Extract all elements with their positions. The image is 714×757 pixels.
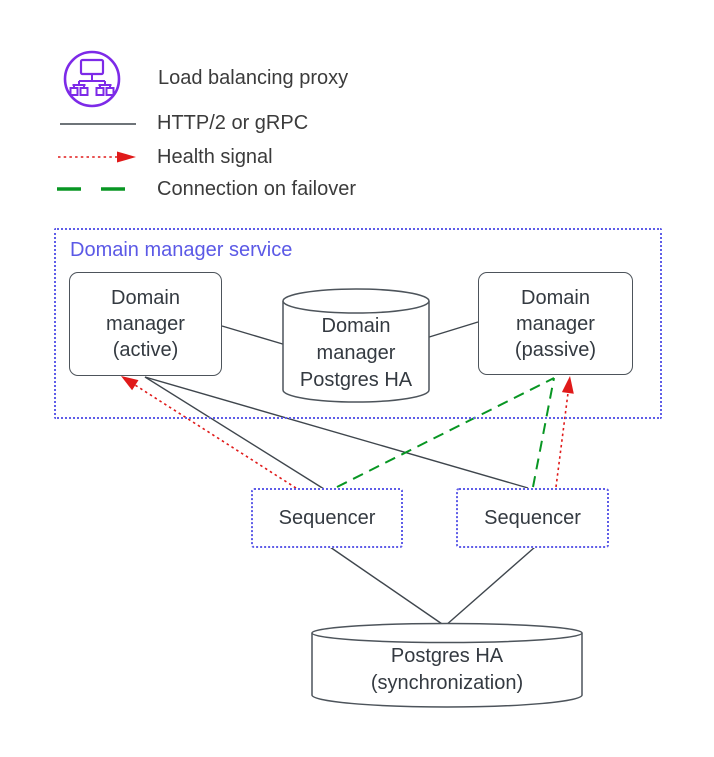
- legend-label-http2-grpc: HTTP/2 or gRPC: [157, 112, 309, 134]
- domain-manager-service-group: [54, 228, 662, 419]
- edge-failover-right: [532, 377, 555, 488]
- cylinder-top: [282, 288, 430, 314]
- arrowhead-health-left: [121, 376, 139, 391]
- edge-active-to-sequencer-left: [144, 376, 325, 490]
- legend-label-health-signal: Health signal: [157, 146, 273, 168]
- edge-sequencer-left-to-syncdb: [329, 546, 446, 627]
- load-balancer-icon: [63, 50, 121, 108]
- cylinder-body: [311, 633, 583, 708]
- arrowhead-health-right: [561, 376, 574, 394]
- green-dashed-line-sample: [57, 187, 137, 191]
- node-sequencer-left: Sequencer: [251, 488, 403, 548]
- edges-failover: [336, 377, 555, 488]
- edges-health-signal: [121, 376, 574, 489]
- domain-manager-service-label: Domain manager service: [70, 239, 293, 261]
- edge-health-right: [555, 392, 569, 488]
- node-postgres-ha-sync-label: Postgres HA (synchronization): [370, 645, 524, 694]
- edge-sequencer-right-to-syncdb: [444, 546, 536, 627]
- legend-label-load-balancing-proxy: Load balancing proxy: [158, 67, 349, 89]
- legend-label-connection-on-failover: Connection on failover: [157, 178, 357, 200]
- postgres-sync-cylinder: [311, 622, 583, 708]
- node-sequencer-right: Sequencer: [456, 488, 609, 548]
- edge-dmdb-to-passive: [425, 321, 479, 339]
- cylinder-top: [311, 622, 583, 644]
- node-domain-manager-active: Domain manager (active): [69, 272, 222, 376]
- edge-active-to-sequencer-right: [144, 376, 529, 489]
- node-domain-manager-passive: Domain manager (passive): [478, 272, 633, 375]
- red-dotted-arrow-sample: [58, 151, 136, 163]
- node-domain-manager-postgres-ha-label: Domain manager Postgres HA: [299, 315, 413, 391]
- edge-active-to-dmdb: [221, 325, 287, 346]
- edges-http2-grpc: [144, 321, 536, 627]
- solid-line-sample: [60, 123, 136, 125]
- dm-postgres-cylinder: [282, 288, 430, 403]
- cylinder-body: [282, 301, 430, 403]
- edge-failover-left: [336, 377, 555, 488]
